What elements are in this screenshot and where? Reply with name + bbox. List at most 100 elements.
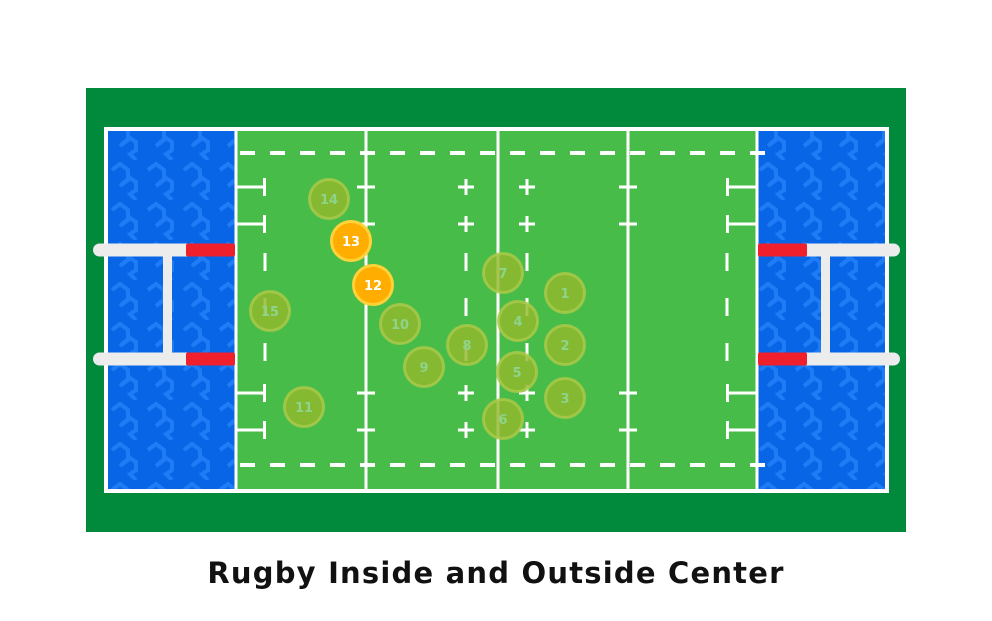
dash-mark: [240, 463, 255, 467]
dash-mark: [240, 151, 255, 155]
dash-mark: [270, 463, 285, 467]
dash-mark: [750, 151, 765, 155]
player-circle: [544, 377, 586, 419]
crossbar: [163, 256, 172, 353]
hash-mark: [726, 384, 729, 402]
hash-mark: [726, 215, 729, 233]
dash-mark: [540, 463, 555, 467]
dash-mark: [525, 253, 529, 271]
dash-mark: [510, 463, 525, 467]
hash-mark: [728, 391, 756, 395]
player-marker-10: 10: [379, 303, 421, 345]
goal-post: [800, 352, 900, 366]
player-marker-14: 14: [308, 178, 350, 220]
dash-mark: [480, 151, 495, 155]
player-marker-11: 11: [283, 386, 325, 428]
hash-mark: [726, 421, 729, 439]
hash-mark: [237, 391, 265, 395]
player-circle: [544, 272, 586, 314]
goal-post: [800, 243, 900, 257]
player-marker-7: 7: [482, 252, 524, 294]
dash-mark: [300, 463, 315, 467]
cross-mark: [464, 385, 468, 401]
diagram-title: Rugby Inside and Outside Center: [207, 556, 785, 590]
player-marker-13: 13: [330, 220, 372, 262]
dash-mark: [420, 463, 435, 467]
dash-mark: [510, 151, 525, 155]
dash-mark: [360, 463, 375, 467]
player-marker-3: 3: [544, 377, 586, 419]
player-number: 6: [498, 413, 507, 428]
dash-mark: [690, 463, 705, 467]
hash-mark: [619, 185, 637, 189]
dash-mark: [725, 343, 729, 361]
player-number: 13: [342, 235, 360, 250]
dash-mark: [390, 151, 405, 155]
dash-mark: [725, 253, 729, 271]
player-number: 8: [462, 339, 471, 354]
player-number: 15: [261, 305, 279, 320]
player-circle: [308, 178, 350, 220]
dash-mark: [270, 151, 285, 155]
cross-mark: [464, 216, 468, 232]
player-circle: [379, 303, 421, 345]
hash-mark: [357, 222, 375, 226]
dash-mark: [570, 151, 585, 155]
hash-mark: [619, 222, 637, 226]
dash-mark: [725, 298, 729, 316]
player-number: 2: [560, 339, 569, 354]
player-circle: [482, 252, 524, 294]
hash-mark: [357, 185, 375, 189]
goal-posts: [93, 243, 900, 366]
dash-mark: [600, 463, 615, 467]
player-marker-2: 2: [544, 324, 586, 366]
hash-mark: [237, 222, 265, 226]
dash-mark: [630, 463, 645, 467]
dash-mark: [330, 151, 345, 155]
player-number: 12: [364, 279, 382, 294]
hash-mark: [726, 178, 729, 196]
player-circle: [352, 264, 394, 306]
dash-mark: [750, 463, 765, 467]
dash-mark: [690, 151, 705, 155]
field-line: [755, 131, 759, 489]
hash-mark: [237, 428, 265, 432]
goal-post: [93, 243, 193, 257]
hash-mark: [263, 421, 266, 439]
player-marker-8: 8: [446, 324, 488, 366]
player-number: 9: [419, 361, 428, 376]
player-circle: [496, 351, 538, 393]
dash-mark: [300, 151, 315, 155]
cross-mark: [525, 422, 529, 438]
dash-mark: [540, 151, 555, 155]
cross-mark: [525, 179, 529, 195]
hash-mark: [263, 384, 266, 402]
player-number: 7: [498, 267, 507, 282]
dash-mark: [600, 151, 615, 155]
player-number: 14: [320, 193, 338, 208]
player-circle: [446, 324, 488, 366]
dash-mark: [660, 463, 675, 467]
dash-mark: [525, 343, 529, 361]
player-circle: [482, 398, 524, 440]
dash-mark: [360, 151, 375, 155]
hash-mark: [237, 185, 265, 189]
player-marker-15: 15: [249, 290, 291, 332]
field-line: [496, 131, 500, 489]
field-lines: [234, 131, 765, 489]
dash-mark: [330, 463, 345, 467]
player-marker-1: 1: [544, 272, 586, 314]
hash-mark: [619, 391, 637, 395]
player-circle: [283, 386, 325, 428]
dash-mark: [263, 253, 267, 271]
dash-mark: [450, 463, 465, 467]
cross-mark: [464, 422, 468, 438]
player-circle: [330, 220, 372, 262]
player-number: 10: [391, 318, 409, 333]
goal-post: [93, 352, 193, 366]
player-marker-9: 9: [403, 346, 445, 388]
dash-mark: [630, 151, 645, 155]
hash-mark: [728, 428, 756, 432]
dash-mark: [570, 463, 585, 467]
cross-mark: [525, 216, 529, 232]
